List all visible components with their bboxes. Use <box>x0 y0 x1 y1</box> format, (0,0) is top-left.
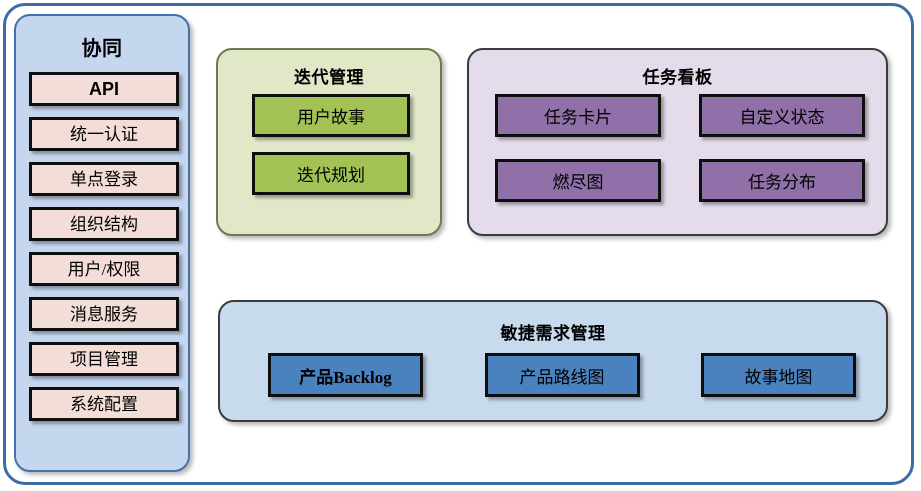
taskboard-item-custom-status[interactable]: 自定义状态 <box>699 94 865 137</box>
sidebar-item-label: 统一认证 <box>70 124 138 144</box>
iteration-item-label: 迭代规划 <box>297 166 365 185</box>
sidebar-item-label: 组织结构 <box>70 214 138 234</box>
sidebar-item-message-service[interactable]: 消息服务 <box>29 297 179 331</box>
sidebar-item-system-config[interactable]: 系统配置 <box>29 387 179 421</box>
taskboard-item-label: 任务卡片 <box>544 108 612 127</box>
iteration-item-label: 用户故事 <box>297 108 365 127</box>
agile-item-story-map[interactable]: 故事地图 <box>701 353 856 397</box>
sidebar-item-label: 系统配置 <box>70 394 138 414</box>
agile-item-row: 产品Backlog 产品路线图 故事地图 <box>268 353 856 397</box>
sidebar-item-user-permission[interactable]: 用户/权限 <box>29 252 179 286</box>
taskboard-item-label: 自定义状态 <box>739 108 825 127</box>
taskboard-item-burndown-chart[interactable]: 燃尽图 <box>495 159 661 202</box>
taskboard-item-task-distribution[interactable]: 任务分布 <box>699 159 865 202</box>
agile-item-label: 产品Backlog <box>299 367 392 387</box>
agile-item-label: 故事地图 <box>744 367 813 387</box>
agile-item-product-backlog[interactable]: 产品Backlog <box>268 353 423 397</box>
panel-task-board-title: 任务看板 <box>642 68 713 87</box>
sidebar-item-org-structure[interactable]: 组织结构 <box>29 207 179 241</box>
iteration-item-iteration-planning[interactable]: 迭代规划 <box>252 152 410 195</box>
task-board-item-grid: 任务卡片 自定义状态 燃尽图 任务分布 <box>495 94 865 202</box>
sidebar-item-label: API <box>88 79 119 99</box>
collaboration-item-list: API 统一认证 单点登录 组织结构 用户/权限 消息服务 项目管理 系统配置 <box>29 72 179 432</box>
sidebar-item-label: 单点登录 <box>70 169 138 189</box>
iteration-item-user-story[interactable]: 用户故事 <box>252 94 410 137</box>
sidebar-item-label: 项目管理 <box>70 349 138 369</box>
panel-iteration-management[interactable]: 迭代管理 用户故事 迭代规划 <box>216 48 442 236</box>
taskboard-item-label: 任务分布 <box>748 173 816 192</box>
agile-item-product-roadmap[interactable]: 产品路线图 <box>484 353 640 397</box>
sidebar-item-project-management[interactable]: 项目管理 <box>29 342 179 376</box>
taskboard-item-task-card[interactable]: 任务卡片 <box>495 94 661 137</box>
panel-iteration-management-title: 迭代管理 <box>294 68 364 87</box>
sidebar-item-label: 用户/权限 <box>67 259 141 279</box>
panel-collaboration-title: 协同 <box>81 38 123 60</box>
sidebar-item-single-sign-on[interactable]: 单点登录 <box>29 162 179 196</box>
panel-task-board[interactable]: 任务看板 任务卡片 自定义状态 燃尽图 任务分布 <box>467 48 888 236</box>
agile-item-label: 产品路线图 <box>519 367 605 387</box>
panel-collaboration[interactable]: 协同 API 统一认证 单点登录 组织结构 用户/权限 消息服务 项目管理 <box>14 14 190 472</box>
taskboard-item-label: 燃尽图 <box>552 173 604 192</box>
sidebar-item-label: 消息服务 <box>70 304 138 324</box>
sidebar-item-api[interactable]: API <box>29 72 179 106</box>
panel-agile-requirement-management[interactable]: 敏捷需求管理 产品Backlog 产品路线图 故事地图 <box>218 300 888 422</box>
panel-agile-requirement-management-title: 敏捷需求管理 <box>500 324 606 343</box>
sidebar-item-unified-auth[interactable]: 统一认证 <box>29 117 179 151</box>
iteration-item-list: 用户故事 迭代规划 <box>252 94 410 210</box>
